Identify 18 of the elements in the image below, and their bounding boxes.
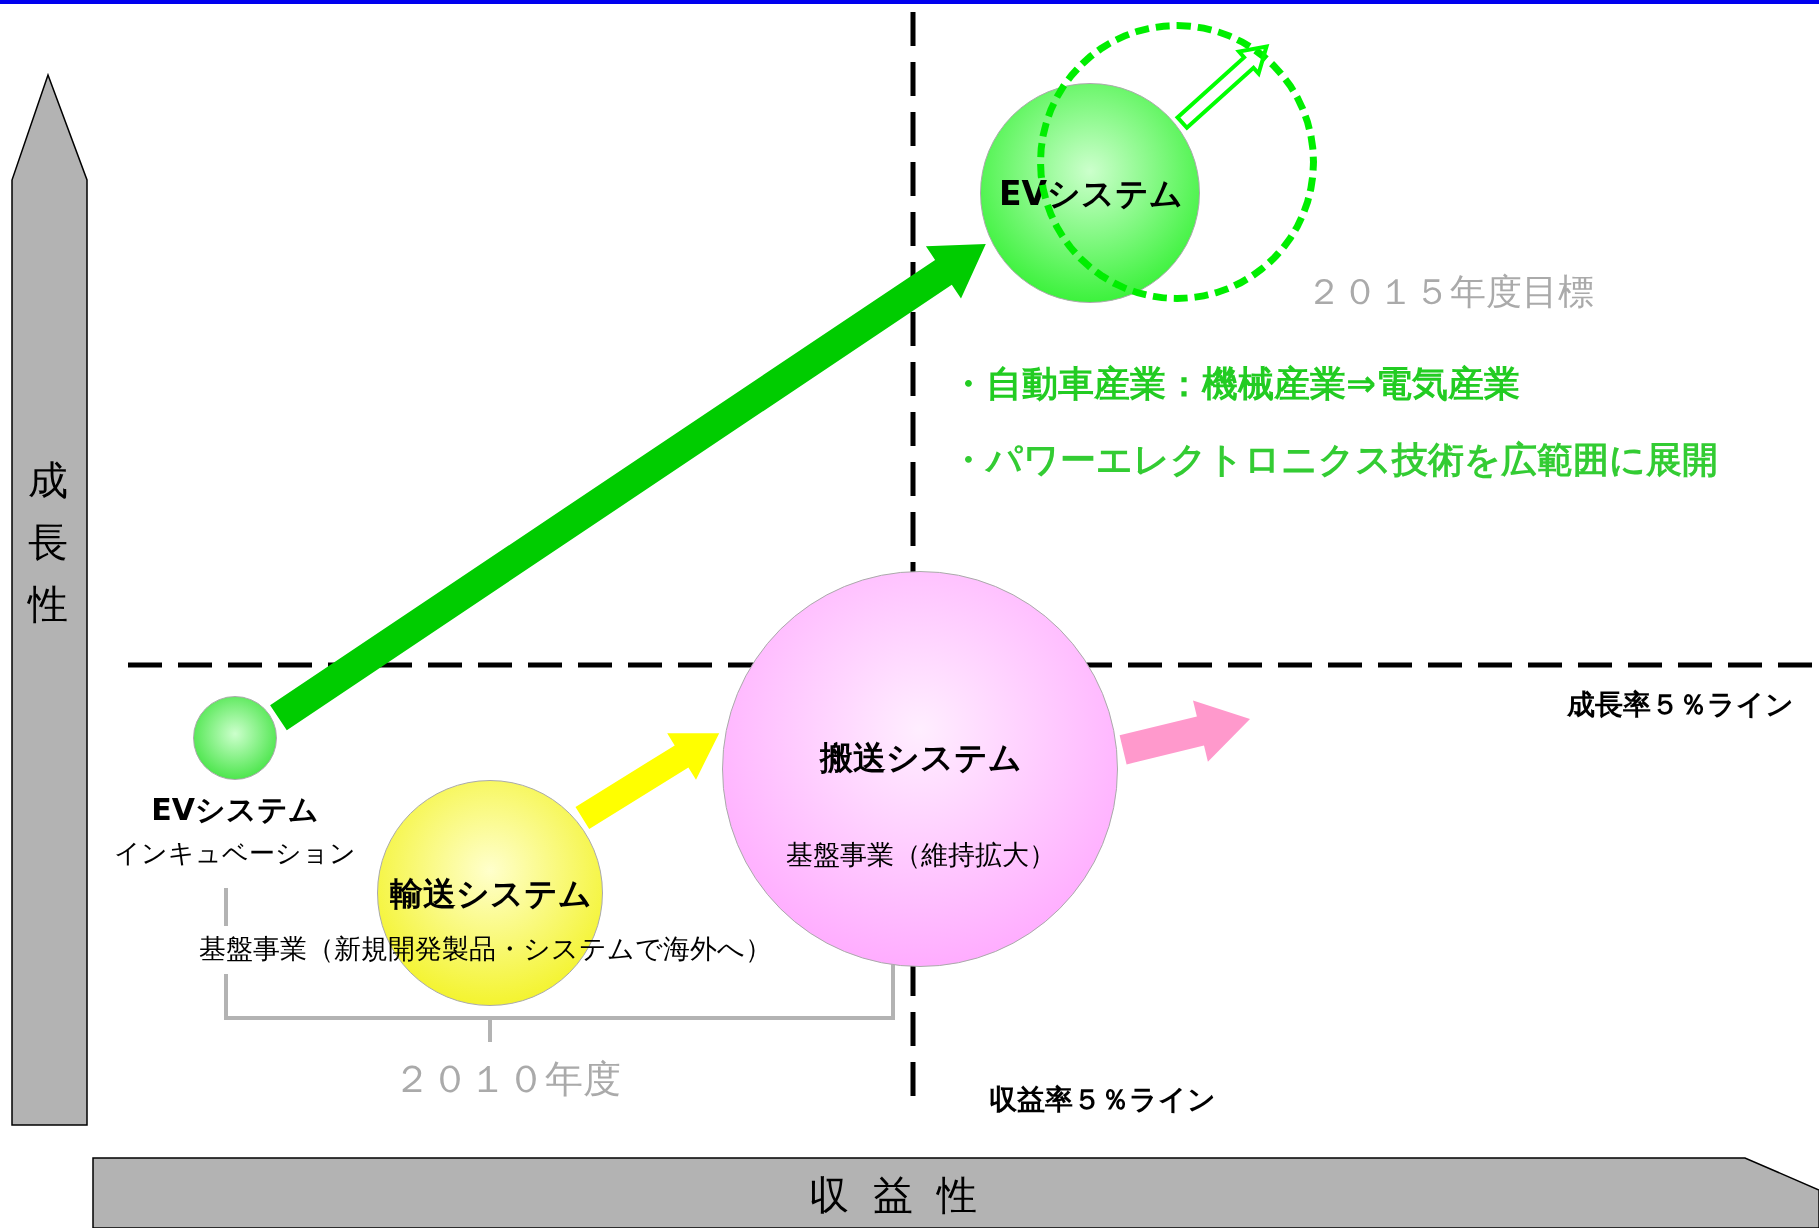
bubble-subtitle: インキュベーション — [114, 836, 356, 870]
axis-label: 収益性 — [809, 1170, 1001, 1220]
bubble-title: 輸送システム — [390, 872, 592, 915]
block-arrow — [575, 733, 720, 829]
bubble-title: EVシステム — [998, 172, 1184, 215]
bubble-subtitle: 基盤事業（維持拡大） — [786, 838, 1056, 873]
threshold-label: 収益率５％ライン — [988, 1082, 1216, 1118]
target-year-label: ２０１５年度目標 — [1306, 269, 1594, 314]
axis-label: 成長性 — [26, 456, 69, 629]
block-arrow — [1119, 700, 1250, 765]
bubble-title: EVシステム — [151, 790, 319, 829]
bullet-text: ・自動車産業：機械産業⇒電気産業 — [950, 361, 1521, 406]
bubble-title: 搬送システム — [820, 736, 1022, 779]
threshold-label: 成長率５％ライン — [1566, 687, 1794, 723]
bullet-text: ・パワーエレクトロニクス技術を広範囲に展開 — [950, 437, 1718, 482]
block-arrow — [270, 244, 986, 731]
hollow-arrow — [1174, 44, 1270, 131]
year-label: ２０１０年度 — [393, 1055, 621, 1103]
